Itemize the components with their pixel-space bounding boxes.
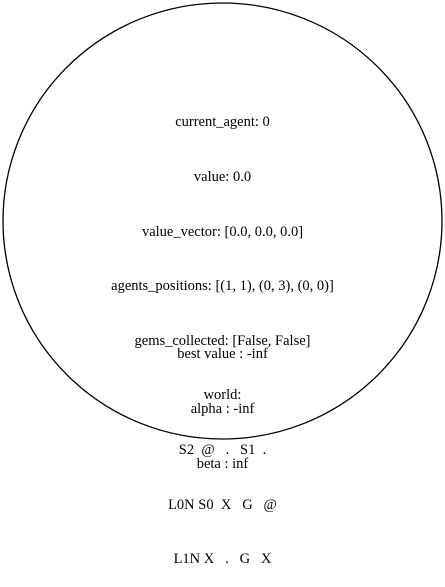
world-row: L0N S0 X G @ (168, 496, 277, 513)
beta-text: beta : inf (196, 455, 249, 472)
tree-node (2, 2, 443, 440)
world-row: L1N X . G X (173, 551, 272, 568)
current-agent-text: current_agent: 0 (175, 114, 270, 131)
gems-collected-text: gems_collected: [False, False] (134, 332, 311, 349)
node-ellipse (2, 2, 443, 440)
world-label: world: (203, 387, 242, 404)
value-vector-text: value_vector: [0.0, 0.0, 0.0] (141, 223, 304, 240)
agents-positions-text: agents_positions: [(1, 1), (0, 3), (0, 0… (111, 278, 334, 295)
value-text: value: 0.0 (193, 169, 252, 185)
alpha-text: alpha : -inf (190, 401, 255, 417)
best-value-text: best value : -inf (177, 346, 268, 363)
search-values: best value : -inf alpha : -inf beta : in… (0, 309, 445, 491)
